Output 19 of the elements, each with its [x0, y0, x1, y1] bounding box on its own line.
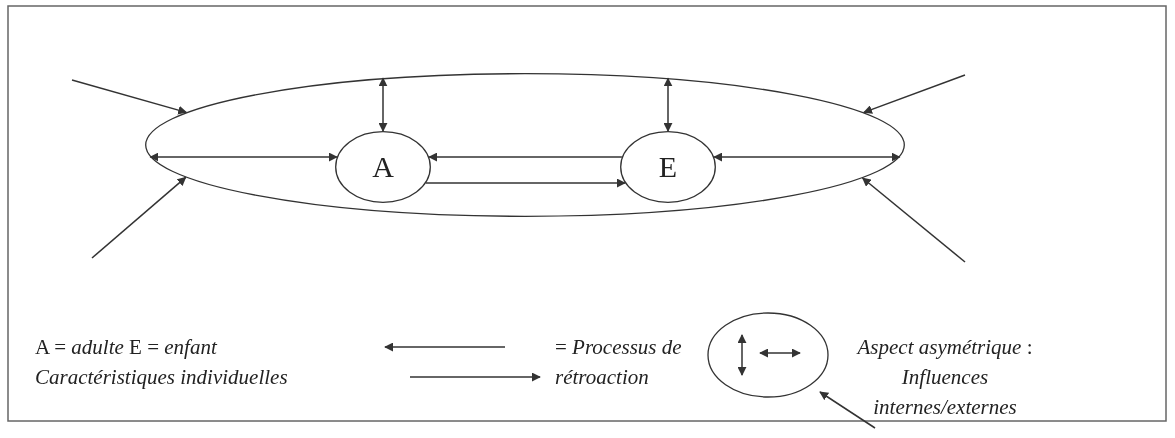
ellipse-node [145, 73, 905, 217]
ellipse-node [620, 131, 716, 203]
ellipse-node [335, 131, 431, 203]
arrow [91, 176, 187, 259]
arrow [425, 178, 626, 188]
node-label: E [657, 150, 679, 184]
double-arrow [149, 152, 338, 162]
arrow [428, 152, 623, 162]
arrow [71, 79, 188, 115]
double-arrow [378, 77, 388, 132]
double-arrow [663, 77, 673, 132]
arrow [861, 177, 966, 263]
key-text: A = adulte E = enfant [35, 334, 217, 361]
arrow [863, 74, 966, 114]
node-label: A [371, 150, 395, 184]
legend-text: = Processus de rétroaction [555, 334, 683, 391]
double-arrow [713, 152, 901, 162]
key-text: Caractéristiques individuelles [35, 364, 288, 391]
legend-text: Aspect asymétrique : Influences internes/externes [855, 334, 1034, 421]
